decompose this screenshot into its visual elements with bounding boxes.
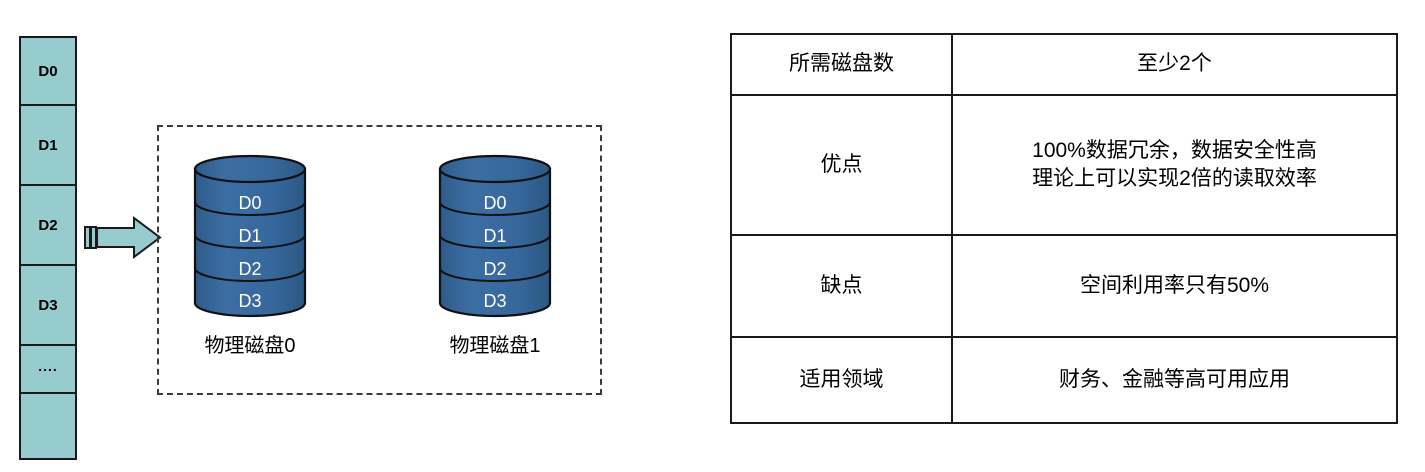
disk-cylinder-icon: D0 D1 D2 D3 [192, 154, 308, 318]
spec-value-cell: 空间利用率只有50% [951, 234, 1398, 338]
table-row: 缺点 空间利用率只有50% [730, 234, 1398, 338]
spec-value-cell: 至少2个 [951, 33, 1398, 96]
spec-value-cell: 财务、金融等高可用应用 [951, 336, 1398, 424]
spec-label-cell: 适用领域 [730, 336, 953, 424]
raid-spec-table: 所需磁盘数 至少2个 优点 100%数据冗余，数据安全性高 理论上可以实现2倍的… [730, 33, 1398, 424]
disk-cylinder-icon: D0 D1 D2 D3 [437, 154, 553, 318]
logical-block: D2 [21, 186, 75, 266]
spec-label-cell: 所需磁盘数 [730, 33, 953, 96]
logical-block: D3 [21, 266, 75, 346]
logical-block: D0 [21, 38, 75, 106]
logical-data-column: D0 D1 D2 D3 .... [19, 36, 77, 460]
spec-label-cell: 优点 [730, 94, 953, 236]
physical-disk-1: D0 D1 D2 D3 物理磁盘1 [437, 154, 553, 357]
spec-value-line: 空间利用率只有50% [1079, 273, 1270, 297]
spec-value-cell: 100%数据冗余，数据安全性高 理论上可以实现2倍的读取效率 [951, 94, 1398, 236]
table-row: 优点 100%数据冗余，数据安全性高 理论上可以实现2倍的读取效率 [730, 94, 1398, 236]
spec-label-cell: 缺点 [730, 234, 953, 338]
spec-value-line: 理论上可以实现2倍的读取效率 [1032, 167, 1317, 190]
logical-block: D1 [21, 106, 75, 186]
logical-block-empty [21, 394, 75, 458]
table-row: 所需磁盘数 至少2个 [730, 33, 1398, 96]
spec-value-line: 至少2个 [1137, 52, 1212, 76]
right-block-arrow-icon [84, 216, 162, 260]
spec-value-line: 100%数据冗余，数据安全性高 [1032, 138, 1317, 162]
physical-disk-0: D0 D1 D2 D3 物理磁盘0 [192, 154, 308, 357]
physical-disk-caption: 物理磁盘1 [449, 335, 541, 357]
table-row: 适用领域 财务、金融等高可用应用 [730, 336, 1398, 424]
physical-disk-caption: 物理磁盘0 [204, 335, 296, 357]
physical-disk-group-box [157, 125, 602, 395]
spec-value-line: 财务、金融等高可用应用 [1059, 367, 1290, 391]
logical-block-ellipsis: .... [21, 346, 75, 394]
